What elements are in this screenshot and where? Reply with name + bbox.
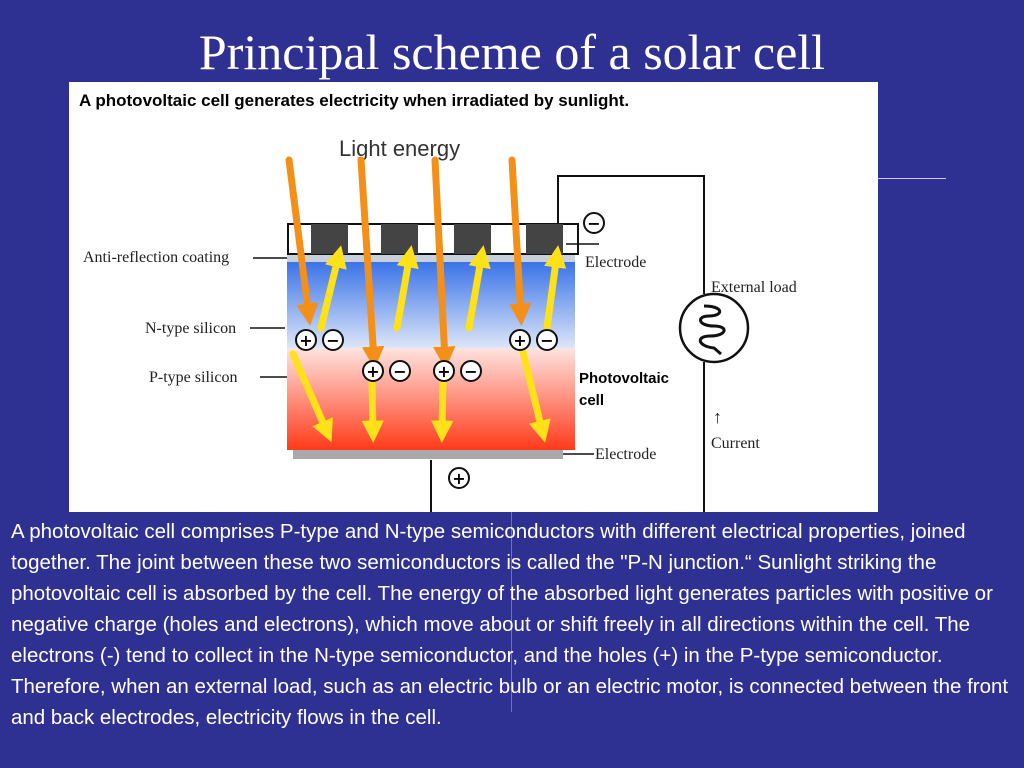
bottom-electrode (293, 450, 563, 459)
carrier-arrows (289, 245, 567, 443)
current-label: Current (711, 435, 760, 452)
charge-pair-1: + − (295, 329, 344, 351)
light-arrows (285, 156, 532, 369)
figure-heading: A photovoltaic cell generates electricit… (79, 91, 629, 110)
p-type-label: P-type silicon (149, 369, 237, 386)
current-arrow-icon: ↑ (713, 407, 722, 427)
electron-icon: − (393, 362, 406, 381)
pv-cell-label-line1: Photovoltaic (579, 370, 669, 387)
charge-pair-2: + − (362, 360, 411, 382)
label-leaders (250, 243, 599, 455)
electron-icon: − (540, 331, 553, 350)
charge-pair-3: + − (433, 360, 482, 382)
decorative-line (511, 512, 512, 712)
pv-cell-label-line2: cell (579, 392, 604, 409)
external-load-label: External load (711, 279, 797, 296)
hole-icon: + (437, 362, 450, 381)
body-text: A photovoltaic cell comprises P-type and… (11, 520, 1009, 729)
bottom-electrode-label: Electrode (595, 446, 656, 463)
electron-icon: − (326, 331, 339, 350)
anti-reflection-coating (287, 254, 575, 262)
anti-reflection-label: Anti-reflection coating (83, 249, 229, 266)
hole-icon: + (513, 331, 526, 350)
solar-cell-diagram: A photovoltaic cell generates electricit… (69, 82, 878, 512)
hole-icon: + (366, 362, 379, 381)
positive-terminal: + (448, 467, 470, 489)
electron-icon: − (464, 362, 477, 381)
slide-title: Principal scheme of a solar cell (198, 24, 826, 80)
top-electrode-label: Electrode (585, 254, 646, 271)
hole-icon: + (299, 331, 312, 350)
decorative-line (878, 178, 946, 179)
n-type-label: N-type silicon (145, 320, 236, 337)
negative-terminal: − (583, 212, 605, 234)
external-load-bulb (678, 292, 750, 364)
charge-pair-4: + − (509, 329, 558, 351)
plus-icon: + (452, 469, 465, 488)
diagram-canvas: A photovoltaic cell generates electricit… (79, 91, 797, 512)
minus-icon: − (587, 214, 600, 233)
light-energy-label: Light energy (339, 136, 460, 161)
